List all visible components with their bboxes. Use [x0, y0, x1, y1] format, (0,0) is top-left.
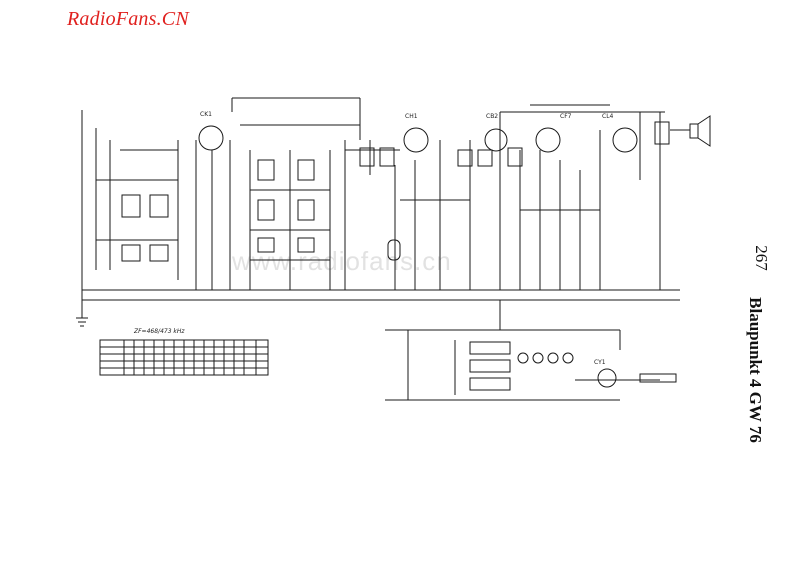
if-frequency-note: ZF=468/473 kHz: [133, 328, 185, 335]
tube-label-cf7: CF7: [560, 113, 572, 120]
tube-label-ck1: CK1: [200, 111, 212, 118]
tube-label-cb2: CB2: [486, 113, 498, 120]
tube-label-ch1: CH1: [405, 113, 418, 120]
watermark: www.radiofans.cn: [232, 246, 452, 276]
tube-label-cy1: CY1: [594, 359, 606, 366]
site-brand: RadioFans.CN: [67, 8, 189, 30]
tube-label-cl4: CL4: [602, 113, 614, 120]
